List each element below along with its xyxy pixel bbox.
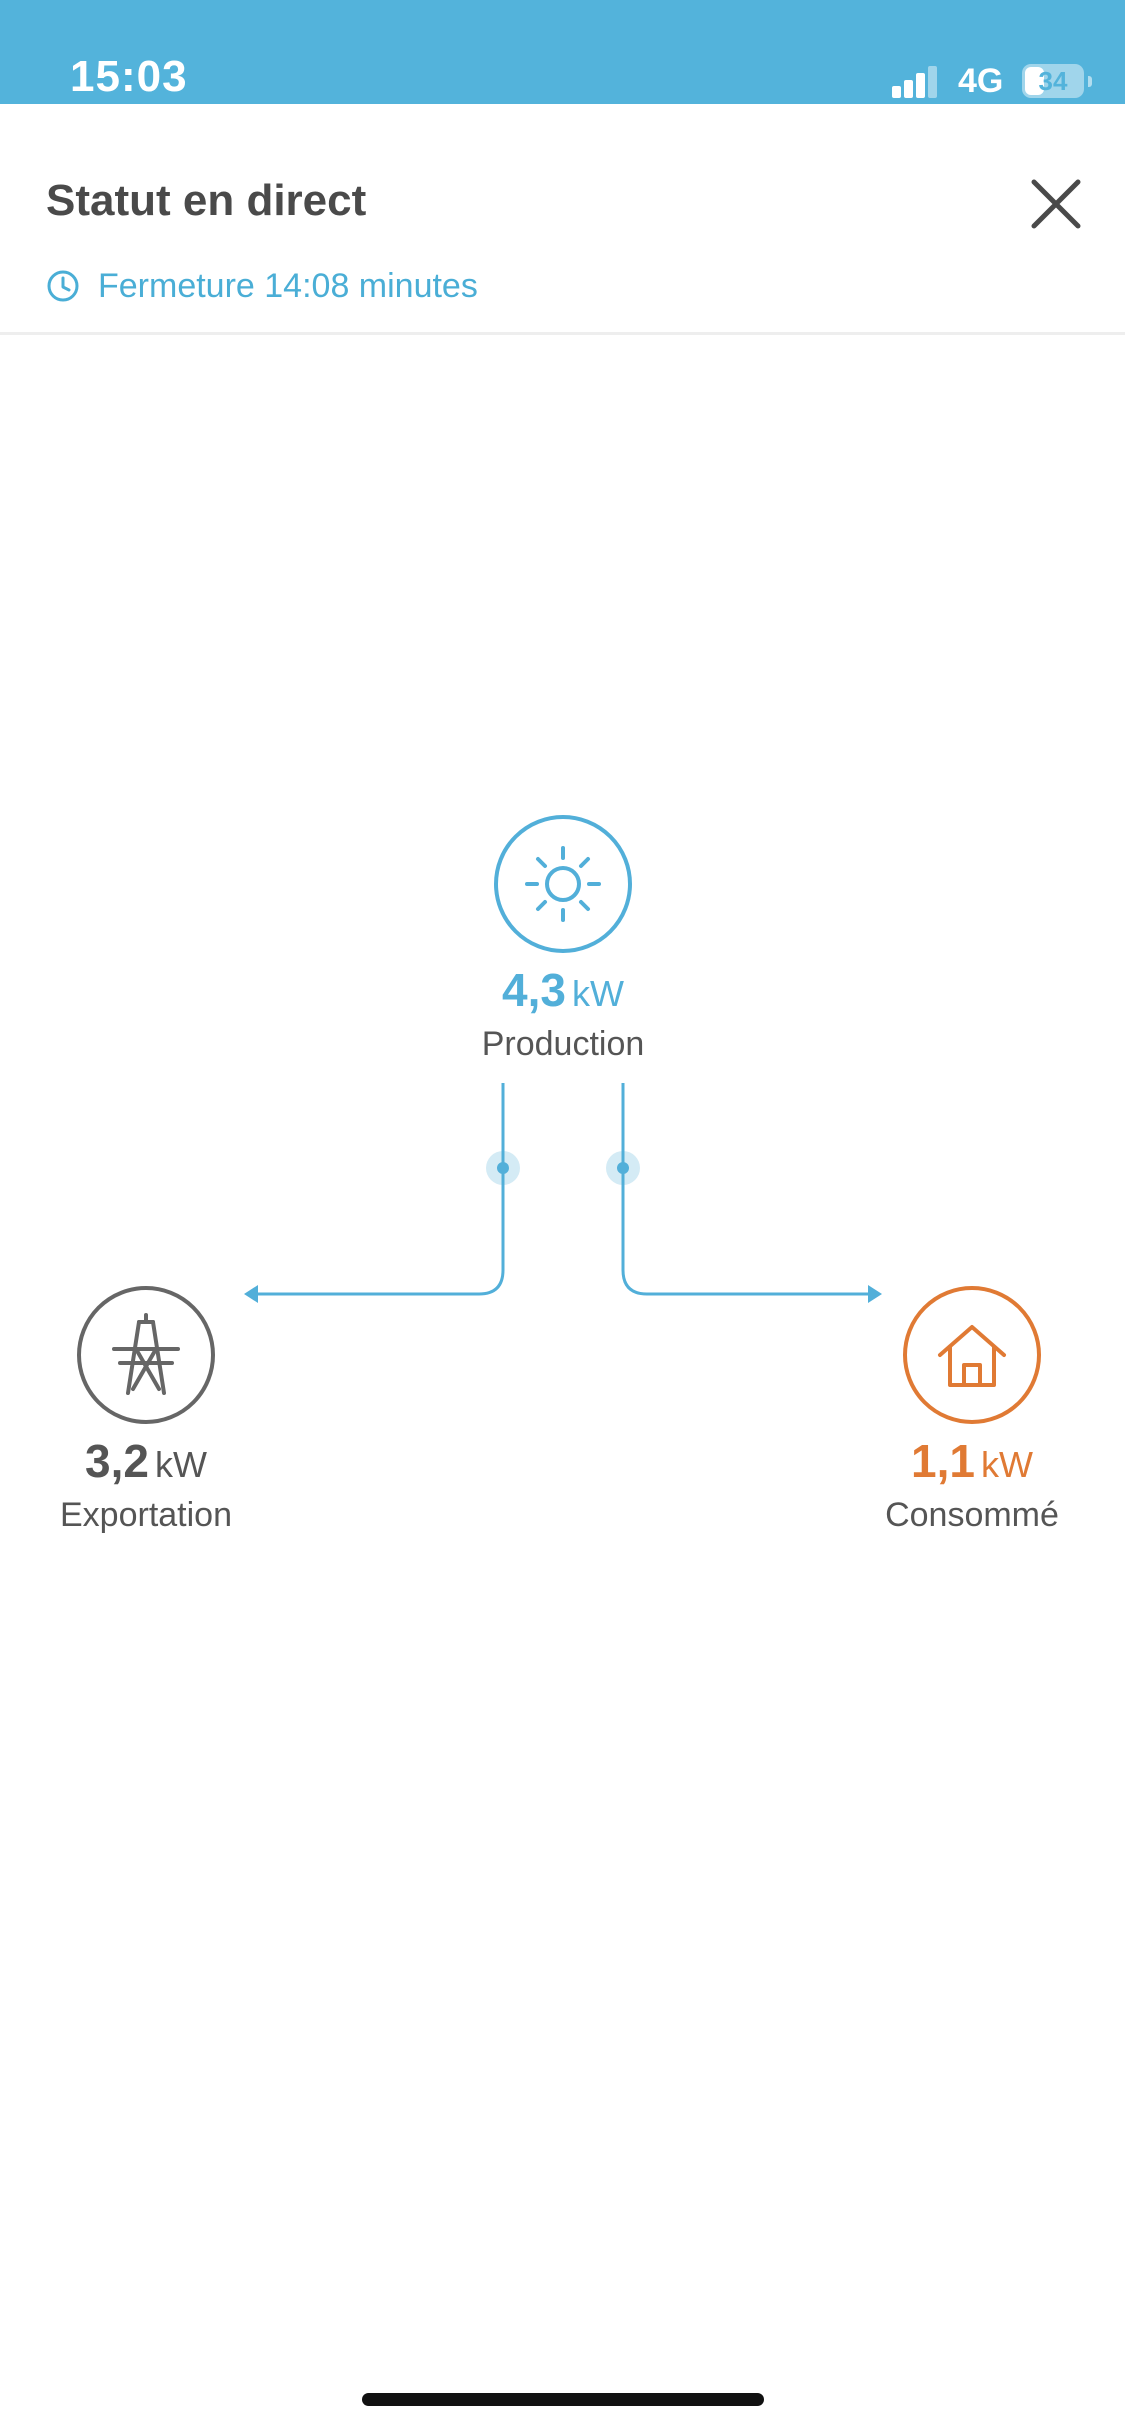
flow-dot-export bbox=[497, 1162, 509, 1174]
consumption-label: Consommé bbox=[885, 1496, 1059, 1534]
home-indicator[interactable] bbox=[362, 2393, 764, 2406]
export-unit: kW bbox=[154, 1444, 207, 1485]
production-icon-circle bbox=[493, 814, 633, 954]
production-label: Production bbox=[481, 1025, 645, 1063]
flow-line-consumption bbox=[621, 1083, 876, 1296]
sun-icon bbox=[494, 815, 632, 953]
page-title: Statut en direct bbox=[46, 176, 367, 225]
export-value-number: 3,2 bbox=[85, 1435, 149, 1487]
power-pylon-icon bbox=[77, 1286, 215, 1424]
production-value-number: 4,3 bbox=[502, 964, 566, 1016]
closing-timer: Fermeture 14:08 minutes bbox=[46, 262, 478, 310]
consumption-unit: kW bbox=[980, 1444, 1033, 1485]
close-icon bbox=[1031, 179, 1081, 229]
clock-icon bbox=[47, 270, 79, 302]
flow-arrow-export bbox=[244, 1285, 258, 1303]
export-label: Exportation bbox=[60, 1496, 232, 1534]
production-unit: kW bbox=[571, 973, 624, 1014]
consumption-icon-circle bbox=[902, 1285, 1042, 1425]
status-bar: 15:03 4G 34 bbox=[0, 0, 1125, 104]
consumption-value-number: 1,1 bbox=[911, 1435, 975, 1487]
export-icon-circle bbox=[76, 1285, 216, 1425]
cellular-signal-icon bbox=[892, 64, 938, 98]
flow-line-export bbox=[250, 1083, 505, 1296]
battery-percent: 34 bbox=[1038, 66, 1068, 96]
flow-arrow-consumption bbox=[868, 1285, 882, 1303]
close-button[interactable] bbox=[1026, 174, 1086, 234]
network-type: 4G bbox=[958, 62, 1004, 100]
closing-timer-text: Fermeture 14:08 minutes bbox=[98, 266, 478, 305]
battery-icon: 34 bbox=[1022, 64, 1092, 98]
status-time: 15:03 bbox=[70, 52, 188, 101]
modal-header: Statut en direct Fermeture 14:08 minutes bbox=[0, 104, 1125, 335]
house-icon bbox=[903, 1286, 1041, 1424]
flow-dot-consumption bbox=[617, 1162, 629, 1174]
